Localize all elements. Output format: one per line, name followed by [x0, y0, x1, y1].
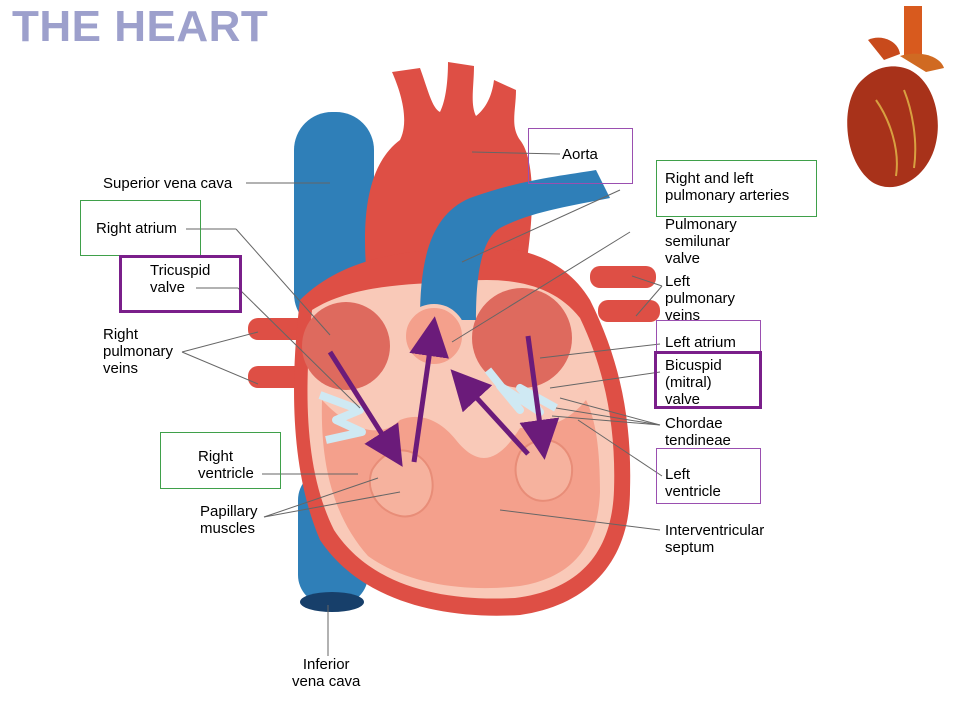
- right-pulmonary-vein-upper: [248, 318, 308, 340]
- inferior-vena-cava-opening: [300, 592, 364, 612]
- leader-lines: [181, 151, 663, 656]
- label-right-ventricle: Right ventricle: [198, 448, 254, 482]
- pulmonary-semilunar-valve-shape: [402, 304, 466, 368]
- blood-flow-arrows: [327, 316, 560, 467]
- left-pulmonary-vein-lower: [598, 300, 660, 322]
- right-chordae: [318, 391, 366, 444]
- slide-title: THE HEART: [12, 2, 269, 51]
- flow-arrow-ra-rv: [327, 350, 403, 467]
- label-right-atrium: Right atrium: [96, 220, 177, 237]
- right-ventricle-box: [160, 432, 281, 489]
- label-pulmonary-arteries: Right and left pulmonary arteries: [665, 170, 790, 204]
- pulmonary-trunk-vessel: [420, 170, 610, 320]
- flow-arrow-la-lv: [519, 335, 560, 460]
- bicuspid-valve-box: [654, 351, 762, 409]
- label-papillary-muscles: Papillary muscles: [200, 503, 258, 537]
- left-ventricle-box: [656, 448, 761, 504]
- left-atrium-chamber: [472, 288, 572, 388]
- right-atrium-chamber: [302, 302, 390, 390]
- pulmonary-arteries-box: [656, 160, 817, 217]
- label-bicuspid-valve: Bicuspid (mitral) valve: [665, 357, 722, 408]
- label-superior-vena-cava: Superior vena cava: [103, 175, 233, 192]
- heart-thumbnail-icon: [847, 6, 944, 188]
- label-left-pulmonary-veins: Left pulmonary veins: [665, 273, 736, 324]
- label-pulmonary-semilunar-valve: Pulmonary semilunar valve: [665, 216, 737, 267]
- left-chordae: [484, 367, 558, 416]
- flow-arrow-lv-aorta: [450, 369, 530, 456]
- label-interventricular-septum: Interventricular septum: [665, 522, 765, 556]
- flow-arrow-rv-pulmonary: [409, 316, 449, 463]
- aorta-box: [528, 128, 633, 184]
- label-tricuspid-valve: Tricuspid valve: [150, 262, 211, 296]
- label-left-ventricle: Left ventricle: [665, 466, 721, 500]
- label-inferior-vena-cava: Inferior vena cava: [292, 656, 361, 690]
- label-aorta: Aorta: [562, 146, 598, 163]
- left-pulmonary-vein-upper: [590, 266, 656, 288]
- right-pulmonary-vein-lower: [248, 366, 308, 388]
- label-chordae-tendineae: Chordae tendineae: [665, 415, 731, 449]
- tricuspid-valve-box: [119, 255, 242, 313]
- label-right-pulmonary-veins: Right pulmonary veins: [103, 326, 174, 377]
- label-left-atrium: Left atrium: [665, 334, 736, 351]
